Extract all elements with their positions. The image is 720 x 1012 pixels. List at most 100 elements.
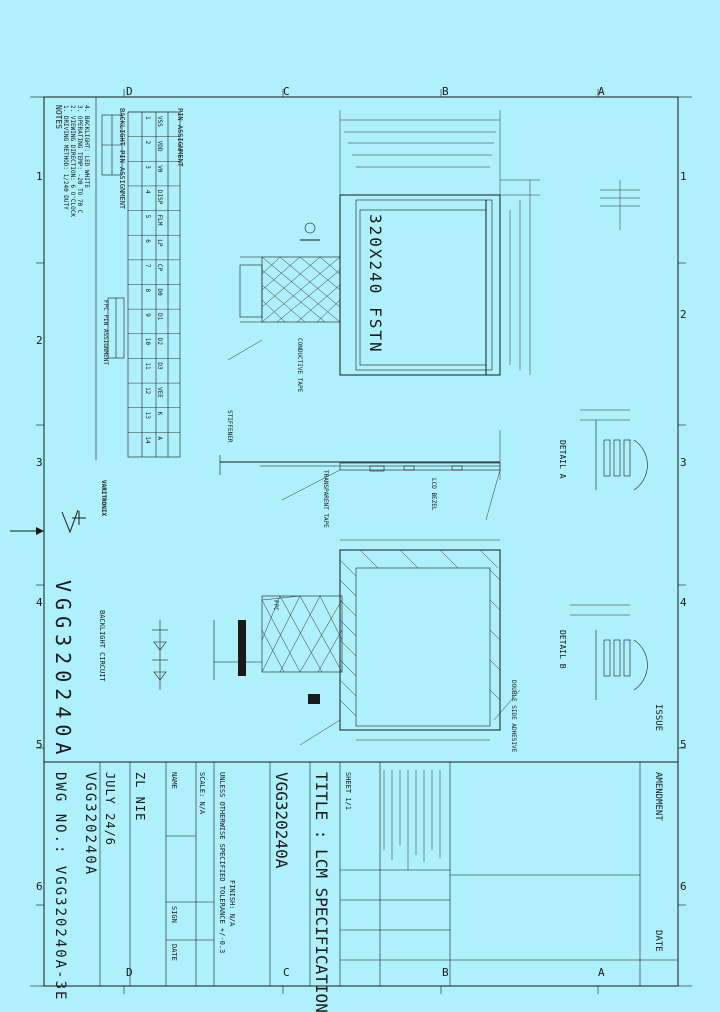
zone-3-left: 3 [36, 456, 43, 469]
pin-number: 6 [144, 239, 151, 243]
drawn-date: JULY 24/6 [103, 772, 117, 846]
zone-6-right: 6 [680, 880, 687, 893]
adhesive-label: DOUBLE SIDE ADHESIVE [510, 680, 517, 753]
pin-signal: VSS [156, 116, 163, 127]
stiffener-label: STIFFENER [226, 410, 233, 443]
zone-2-right: 2 [680, 308, 687, 321]
note-3: 3. OPERATING TEMP: -20 TO 70 C [76, 105, 83, 214]
pin-signal: LP [156, 239, 163, 247]
pin-number: 1 [144, 116, 151, 120]
zone-4-right: 4 [680, 596, 687, 609]
zone-6-left: 6 [36, 880, 43, 893]
pin-number: 9 [144, 313, 151, 317]
note-4: 4. BACKLIGHT: LED WHITE [83, 105, 90, 188]
pin-signal: D3 [156, 362, 163, 370]
led-circuit-label: BACKLIGHT CIRCUIT [98, 610, 106, 682]
lcd-marking: 320X240 FSTN [366, 214, 385, 354]
pin-number: 13 [144, 412, 151, 420]
date-header: DATE [170, 944, 178, 961]
lcd-back-view [339, 539, 501, 741]
leader-lines [227, 339, 521, 746]
company-logo: VARITRONIX [61, 480, 107, 534]
lcd-view-area [355, 199, 493, 371]
zone-c-top: C [283, 85, 290, 98]
zone-d-bottom: D [126, 966, 133, 979]
title-header: TITLE : LCM SPECIFICATION [312, 772, 331, 1012]
pin-signal: D2 [156, 338, 163, 346]
center-arrow [10, 527, 44, 535]
pin-signal: K [156, 412, 163, 416]
zone-5-left: 5 [36, 738, 43, 751]
detail-top-right [600, 180, 640, 230]
pin-signal: DISP [156, 190, 163, 205]
pin-number: 14 [144, 436, 151, 444]
title-block [44, 761, 678, 986]
detail-b [570, 604, 648, 700]
lcd-front-view: 320X240 FSTN [339, 194, 501, 376]
pin-number: 11 [144, 362, 151, 370]
note-1: 1. DRIVING METHOD: 1/240 DUTY [62, 105, 69, 210]
lcd-outline [339, 194, 501, 376]
finish-text: FINISH: N/A [228, 880, 236, 927]
backlight-circuit [152, 620, 168, 690]
fpc-label: FPC [272, 600, 279, 611]
zone-a-top: A [598, 85, 605, 98]
company-name: VARITRONIX [100, 480, 107, 517]
pin-number: 3 [144, 165, 151, 169]
pin-signal: A [156, 436, 163, 440]
zone-c-bottom: C [283, 966, 290, 979]
detail-a [580, 409, 648, 491]
pin-signal: V0 [156, 165, 163, 173]
zone-3-right: 3 [680, 456, 687, 469]
fpc-tail-front [239, 222, 341, 323]
zone-4-left: 4 [36, 596, 43, 609]
detail-a-label: DETAIL A [558, 440, 567, 479]
left-panel: NOTES 1. DRIVING METHOD: 1/240 DUTY 2. V… [54, 97, 184, 460]
zone-1-right: 1 [680, 170, 687, 183]
revision-lines [383, 770, 441, 870]
detail-b-label: DETAIL B [558, 630, 567, 669]
pin-signal: VDD [156, 141, 163, 152]
zone-a-bottom: A [598, 966, 605, 979]
sign-header: SIGN [170, 906, 178, 923]
back-inner [355, 567, 491, 727]
pin-number: 12 [144, 387, 151, 395]
dwg-no-large: DWG NO.: VGG320240A-3E [52, 772, 68, 1001]
pin-signal: CP [156, 264, 163, 272]
pin-number: 2 [144, 141, 151, 145]
lcd-side-view [219, 430, 501, 480]
pin-signal: VEE [156, 387, 163, 398]
zone-b-top: B [442, 85, 449, 98]
pin-signal: D1 [156, 313, 163, 321]
border-zones [30, 89, 692, 994]
zone-b-bottom: B [442, 966, 449, 979]
transparent-tape-label: TRANSPARENT TAPE [322, 470, 329, 528]
pin-number: 7 [144, 264, 151, 268]
pin-number: 10 [144, 338, 151, 346]
pin-number: 4 [144, 190, 151, 194]
pin-signal: FLM [156, 215, 163, 226]
notes-title: NOTES [54, 105, 63, 129]
sheet-border-inner [43, 96, 679, 987]
date-amend-header: DATE [653, 930, 663, 952]
contact-tape-label: CONDUCTIVE TAPE [296, 338, 303, 393]
drawn-by: ZL NIE [133, 772, 147, 821]
lcd-bezel-label: LCD BEZEL [430, 478, 437, 511]
pin-signal: D0 [156, 289, 163, 297]
back-outline [339, 549, 501, 731]
pin-number: 5 [144, 215, 151, 219]
sheet-border [43, 96, 679, 987]
left-model-text: VGG320240A [51, 580, 75, 760]
front-dimensions [339, 110, 540, 375]
model-large: VGG320240A [82, 772, 98, 876]
fpc-tail-back [213, 595, 343, 704]
issue-header: ISSUE [653, 704, 663, 731]
name-header: NAME [170, 772, 178, 789]
scale-text: SCALE: N/A [198, 772, 206, 815]
amendment-header: AMENDMENT [653, 772, 663, 821]
zone-1-left: 1 [36, 170, 43, 183]
zone-5-right: 5 [680, 738, 687, 751]
